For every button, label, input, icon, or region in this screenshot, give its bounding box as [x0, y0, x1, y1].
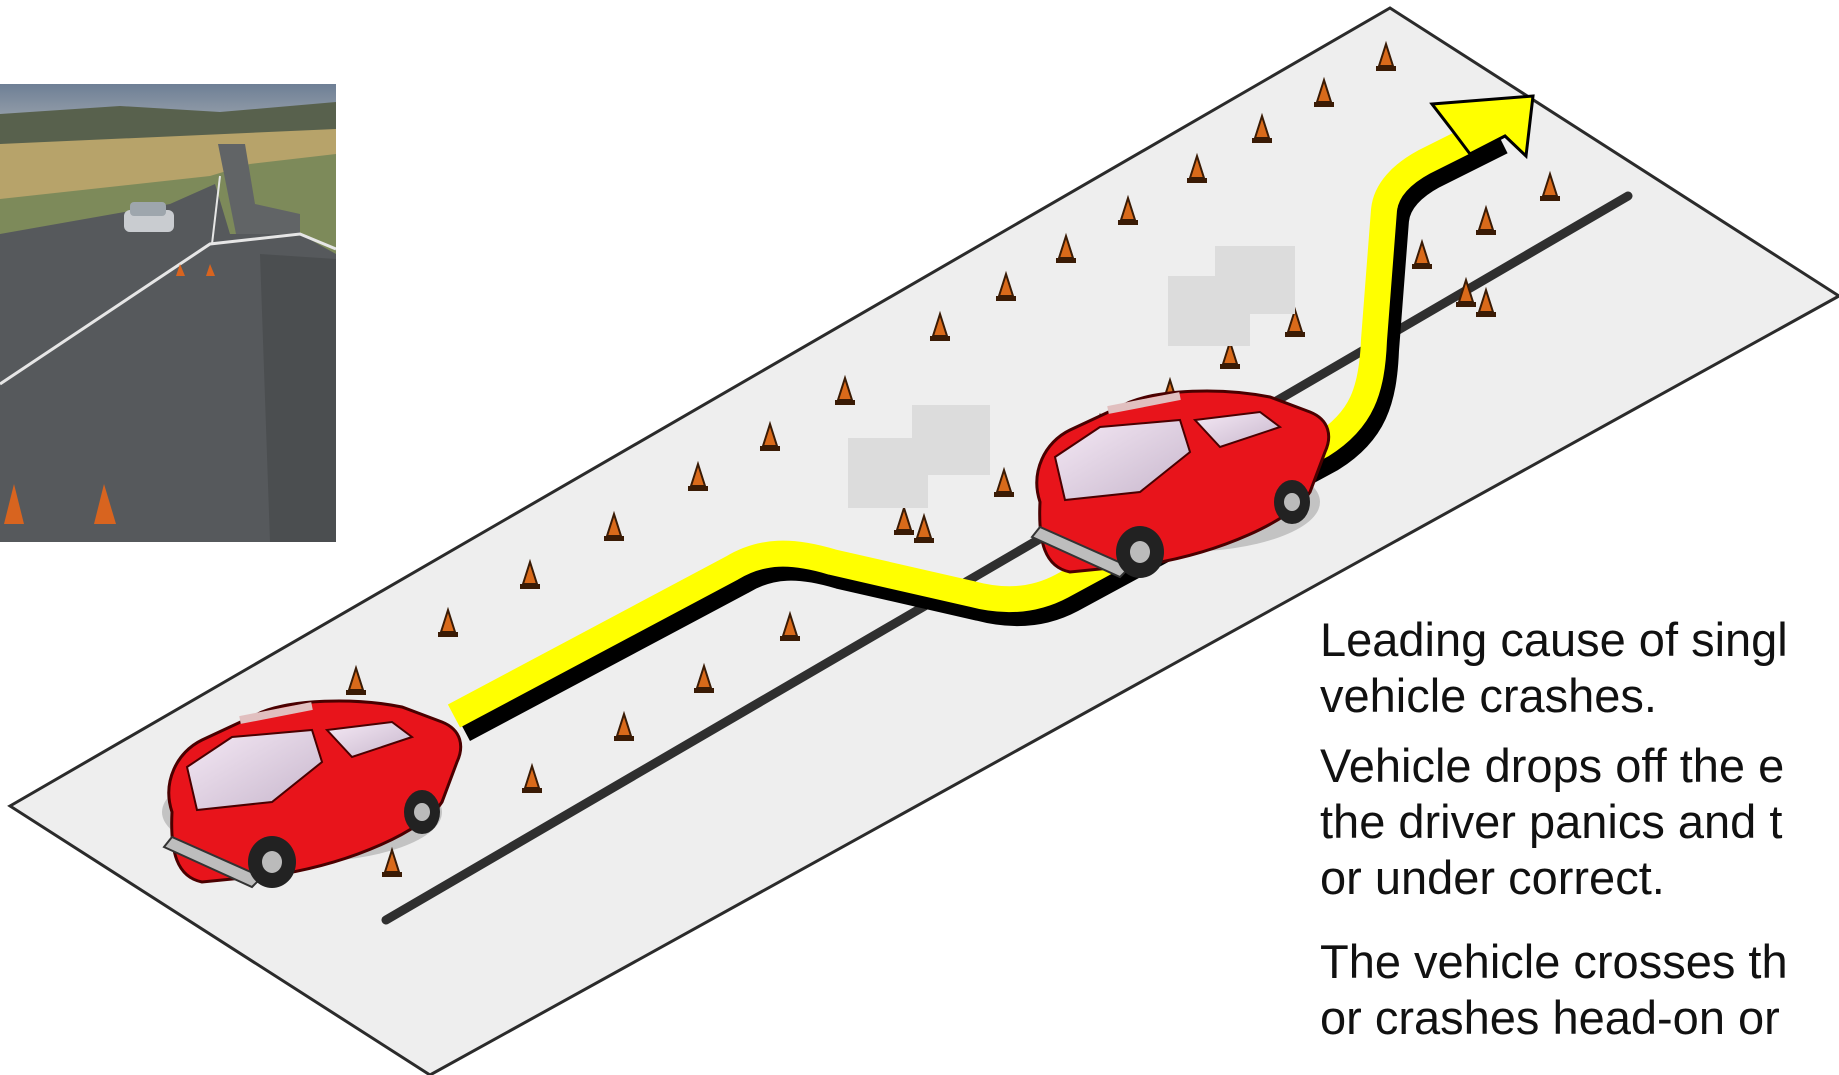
redaction-block: [1215, 246, 1295, 314]
redaction-block: [912, 405, 990, 475]
